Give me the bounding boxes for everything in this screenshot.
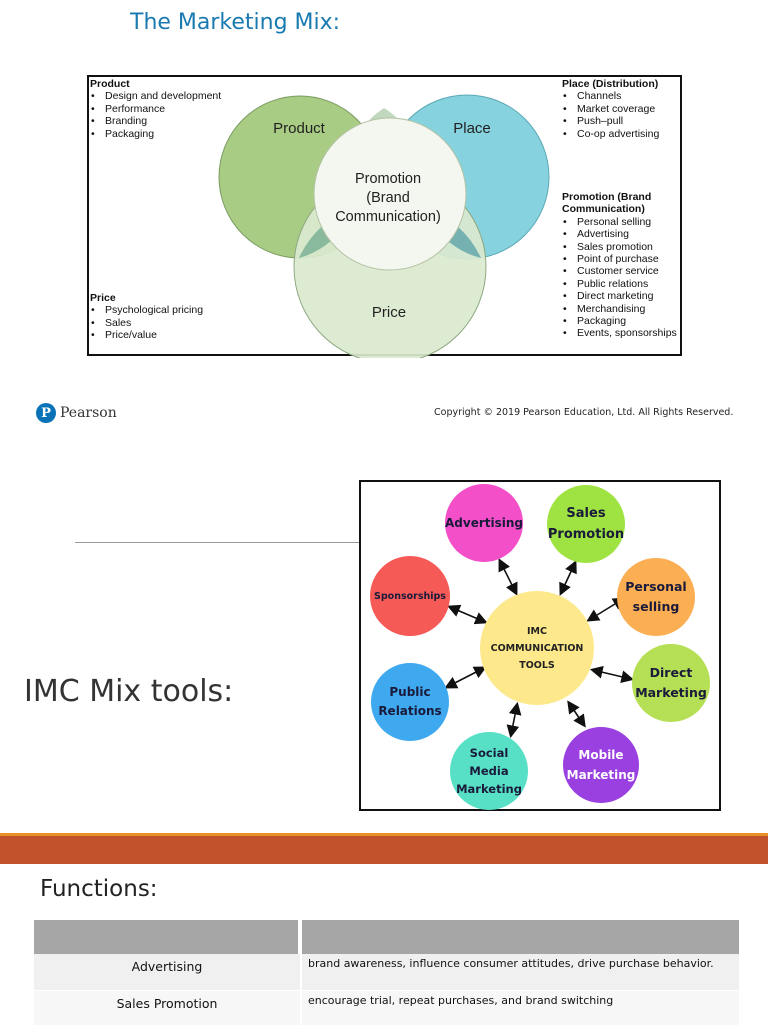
table-cell-function: brand awareness, influence consumer atti… — [300, 954, 739, 990]
promotion-list: Promotion (Brand Communication) Personal… — [562, 191, 677, 340]
pearson-mark-icon: P — [36, 403, 56, 423]
table-row: Advertising brand awareness, influence c… — [34, 954, 739, 990]
price-list-heading: Price — [90, 292, 116, 304]
place-list-item: Channels — [562, 90, 659, 103]
product-list-item: Branding — [90, 115, 221, 128]
table-header-cell — [300, 920, 739, 954]
arrow-sales-promotion — [559, 560, 577, 596]
tool-direct-marketing-label: Direct — [649, 665, 693, 680]
tool-social-media-label: Marketing — [456, 782, 522, 796]
table-header-cell — [34, 920, 300, 954]
promotion-list-item: Events, sponsorships — [562, 327, 677, 340]
promotion-circle — [313, 117, 467, 271]
arrow-mobile-marketing — [567, 700, 586, 728]
product-list-item: Performance — [90, 103, 221, 116]
price-circle-label: Price — [372, 304, 406, 321]
product-list: Product Design and development Performan… — [90, 78, 221, 140]
tool-sales-promotion-label: Sales — [566, 506, 606, 521]
tool-personal-selling-label: Personal — [625, 579, 687, 594]
promotion-list-item: Public relations — [562, 278, 677, 291]
tool-mobile-marketing-label: Mobile — [578, 748, 624, 762]
imc-arrows-svg — [444, 558, 635, 739]
arrow-public-relations — [444, 666, 487, 689]
functions-title: Functions: — [40, 876, 158, 902]
promotion-list-item: Sales promotion — [562, 241, 677, 254]
pearson-logo: P Pearson — [36, 403, 117, 423]
table-row: Sales Promotion encourage trial, repeat … — [34, 990, 739, 1025]
table-header-row — [34, 920, 739, 954]
imc-center-line: COMMUNICATION — [490, 642, 584, 654]
tool-sponsorships-label: Sponsorships — [374, 590, 446, 602]
tool-advertising-bubble: Advertising — [445, 484, 523, 562]
pearson-wordmark: Pearson — [60, 405, 117, 421]
price-list-item: Sales — [90, 317, 203, 330]
tool-direct-marketing-bubble: Direct Marketing — [632, 644, 710, 722]
arrow-direct-marketing — [589, 665, 635, 684]
promotion-label-line1: Promotion — [355, 171, 421, 187]
tool-social-media-bubble: Social Media Marketing — [450, 732, 528, 810]
arrow-social-media — [506, 701, 522, 739]
tool-social-media-label: Media — [469, 764, 509, 778]
marketing-mix-title: The Marketing Mix: — [130, 10, 341, 35]
price-list-item: Psychological pricing — [90, 304, 203, 317]
product-list-item: Packaging — [90, 128, 221, 141]
slide-header-bar — [0, 833, 768, 864]
place-list-heading: Place (Distribution) — [562, 78, 659, 90]
tool-personal-selling-bubble: Personal selling — [617, 558, 695, 636]
price-list: Price Psychological pricing Sales Price/… — [90, 292, 203, 342]
imc-mix-title: IMC Mix tools: — [24, 674, 234, 709]
imc-center-line: TOOLS — [519, 659, 555, 671]
place-list-item: Push–pull — [562, 115, 659, 128]
venn-svg: Product Place Price Promotion (Brand Com… — [218, 94, 550, 358]
tool-sponsorships-bubble: Sponsorships — [370, 556, 450, 636]
place-list-item: Co-op advertising — [562, 128, 659, 141]
functions-table: Advertising brand awareness, influence c… — [34, 920, 739, 1025]
price-list-item: Price/value — [90, 329, 203, 342]
promotion-list-item: Direct marketing — [562, 290, 677, 303]
tool-social-media-label: Social — [469, 746, 509, 760]
product-list-heading: Product — [90, 78, 130, 90]
promotion-list-item: Personal selling — [562, 216, 677, 229]
table-cell-function: encourage trial, repeat purchases, and b… — [300, 991, 739, 1025]
tool-public-relations-label: Relations — [378, 704, 442, 718]
tool-personal-selling-label: selling — [632, 599, 680, 614]
product-list-item: Design and development — [90, 90, 221, 103]
table-cell-tool: Advertising — [131, 959, 203, 974]
marketing-mix-diagram: Product Place Price Promotion (Brand Com… — [87, 75, 682, 358]
promotion-list-item: Merchandising — [562, 303, 677, 316]
copyright-notice: Copyright © 2019 Pearson Education, Ltd.… — [434, 407, 734, 418]
tool-public-relations-bubble: Public Relations — [371, 663, 449, 741]
tool-sales-promotion-bubble: Sales Promotion — [547, 485, 625, 563]
imc-center-bubble: IMC COMMUNICATION TOOLS — [480, 591, 594, 705]
divider-line — [75, 542, 365, 543]
arrow-sponsorships — [447, 604, 488, 625]
promotion-label-line2: (Brand — [366, 190, 410, 206]
promotion-list-item: Packaging — [562, 315, 677, 328]
table-cell-tool: Sales Promotion — [116, 996, 218, 1011]
place-circle-label: Place — [453, 120, 491, 137]
tool-sales-promotion-label: Promotion — [547, 527, 625, 542]
tool-mobile-marketing-bubble: Mobile Marketing — [563, 727, 639, 803]
promotion-list-heading-line2: Communication) — [562, 203, 645, 216]
promotion-list-heading-line1: Promotion (Brand — [562, 191, 652, 203]
place-list-item: Market coverage — [562, 103, 659, 116]
imc-tools-diagram: IMC COMMUNICATION TOOLS Advertising Sale… — [359, 480, 721, 811]
product-circle-label: Product — [273, 120, 326, 137]
tool-direct-marketing-label: Marketing — [635, 685, 707, 700]
imc-center-line: IMC — [527, 625, 547, 637]
tool-public-relations-label: Public — [389, 685, 431, 699]
place-list: Place (Distribution) Channels Market cov… — [562, 78, 659, 140]
promotion-list-item: Advertising — [562, 228, 677, 241]
tool-mobile-marketing-label: Marketing — [566, 768, 636, 782]
promotion-list-item: Point of purchase — [562, 253, 677, 266]
promotion-label-line3: Communication) — [335, 209, 441, 225]
promotion-list-item: Customer service — [562, 265, 677, 278]
tool-advertising-label: Advertising — [445, 516, 523, 530]
arrow-advertising — [498, 558, 518, 596]
